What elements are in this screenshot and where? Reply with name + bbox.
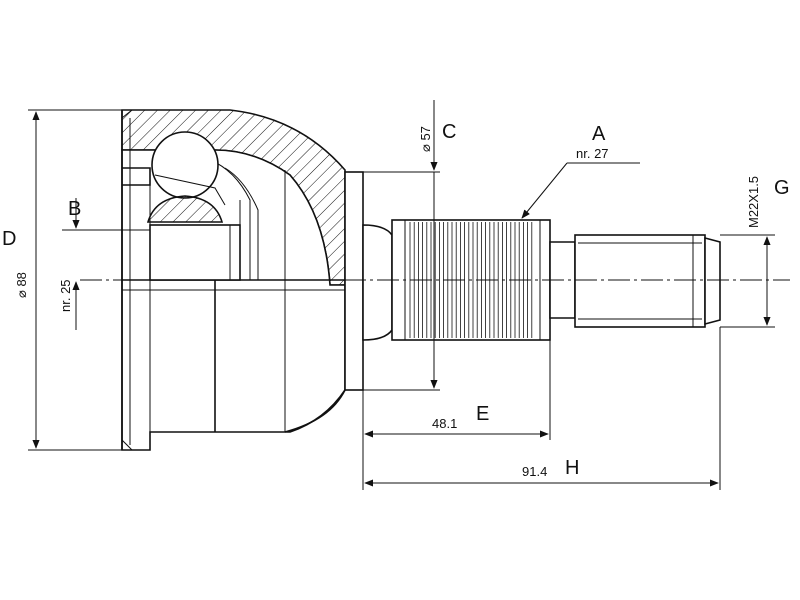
inner-race bbox=[122, 159, 259, 281]
thread-section bbox=[574, 234, 706, 328]
balls bbox=[146, 131, 226, 223]
label-e: E bbox=[476, 403, 489, 425]
label-a: A bbox=[592, 123, 606, 145]
value-g: M22X1.5 bbox=[746, 176, 761, 228]
callout-a: A nr. 27 bbox=[521, 123, 640, 219]
dimension-h: 91.4 H bbox=[362, 327, 721, 490]
value-d: ⌀ 88 bbox=[14, 272, 29, 298]
value-e: 48.1 bbox=[432, 416, 457, 431]
ball-lower bbox=[146, 195, 224, 223]
ball-upper bbox=[151, 131, 219, 199]
dimension-g: G M22X1.5 bbox=[720, 176, 790, 328]
dimension-e: 48.1 E bbox=[362, 340, 551, 440]
value-c: ⌀ 57 bbox=[418, 126, 433, 152]
label-g: G bbox=[774, 177, 790, 199]
note-b: nr. 25 bbox=[58, 279, 73, 312]
label-h: H bbox=[565, 457, 579, 479]
dimension-b: B nr. 25 bbox=[58, 198, 150, 330]
dimension-c: C ⌀ 57 bbox=[363, 100, 456, 391]
value-h: 91.4 bbox=[522, 464, 547, 479]
note-a: nr. 27 bbox=[576, 146, 609, 161]
label-d: D bbox=[2, 228, 16, 250]
label-c: C bbox=[442, 121, 456, 143]
dimension-d: D ⌀ 88 bbox=[2, 109, 122, 451]
label-b: B bbox=[68, 198, 81, 220]
